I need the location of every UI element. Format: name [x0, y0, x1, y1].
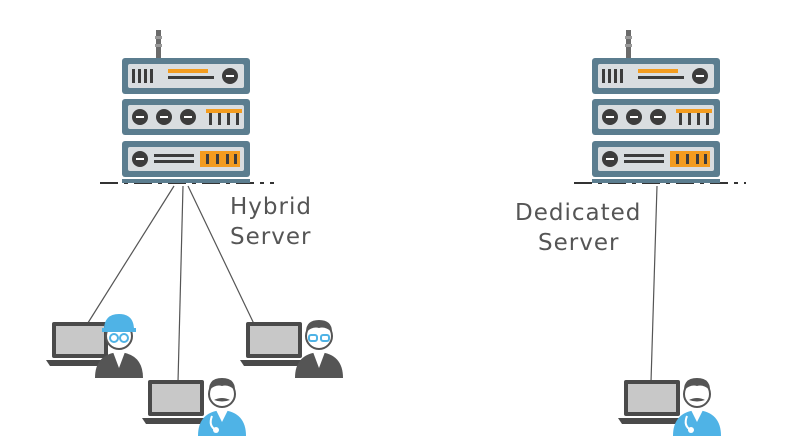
doctor-icon [197, 377, 247, 437]
doctor-icon [672, 377, 722, 437]
hybrid-server-label-line2: Server [230, 224, 312, 250]
laptop-icon [142, 380, 210, 424]
dedicated-server-rack-icon [592, 30, 720, 183]
hybrid-link-middle [177, 185, 184, 383]
laptop-icon [240, 322, 308, 366]
dedicated-server-label-line1: Dedicated [515, 200, 642, 226]
user-glasses-icon [294, 319, 344, 379]
dedicated-server-label-line2: Server [538, 230, 620, 256]
hybrid-server-label-line1: Hybrid [230, 194, 312, 220]
hybrid-server-rack-icon [122, 30, 250, 183]
laptop-icon [618, 380, 686, 424]
hybrid-link-right [187, 185, 256, 327]
dedicated-link [650, 185, 658, 383]
hybrid-link-left [85, 185, 175, 327]
